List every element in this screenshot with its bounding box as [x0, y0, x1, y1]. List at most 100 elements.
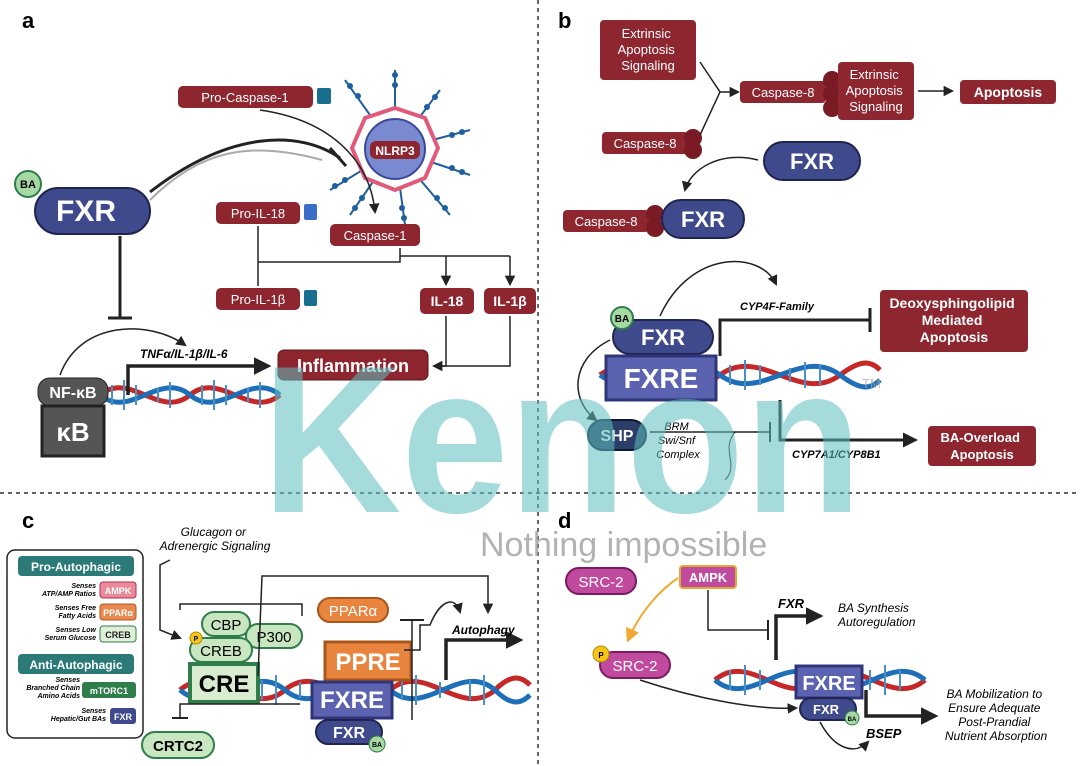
watermark-brand: Kenon — [262, 322, 862, 557]
ppara-box — [317, 597, 389, 623]
pro-il1b-box — [216, 288, 300, 310]
cre-label: CRE — [199, 671, 250, 698]
panel-label-c: c — [22, 508, 34, 533]
ba-overload-text: BA-Overload Apoptosis — [940, 430, 1023, 462]
cre-box — [188, 662, 260, 704]
legend-row-1-tag: AMPK — [105, 586, 132, 596]
legend-row-4-tag: mTORC1 — [90, 686, 128, 696]
il18-label: IL-18 — [431, 293, 464, 309]
creb-p-label: P — [194, 636, 199, 643]
caspase8-bottom-label: Caspase-8 — [575, 214, 638, 229]
pro-caspase1-box — [178, 86, 313, 108]
fxr-a — [34, 187, 151, 235]
panel-b: Extrinsic Apoptosis Signaling Caspase-8 … — [563, 20, 1056, 481]
watermark: Kenon Nothing impossible TM — [262, 322, 881, 564]
inflammation-box — [277, 349, 429, 381]
ppre-box — [323, 640, 413, 682]
watermark-tagline: Nothing impossible — [480, 526, 767, 564]
src2p-p-label: P — [598, 651, 604, 660]
pro-il1b-label: Pro-IL-1β — [231, 292, 285, 307]
fxr-b-bottom — [661, 199, 745, 239]
nlrp3-label: NLRP3 — [375, 144, 415, 158]
ampk-box — [679, 565, 737, 589]
cbp-box — [201, 611, 251, 637]
kb-box — [40, 404, 106, 458]
pro-il18-box — [216, 202, 300, 224]
fxr-b-dna — [612, 319, 714, 355]
crtc2-box — [141, 731, 215, 759]
legend-pro: Pro-Autophagic — [31, 560, 121, 574]
ba-b — [610, 306, 634, 330]
caspase8-left-box — [602, 132, 688, 154]
glucagon-text: Glucagon or Adrenergic Signaling — [159, 525, 271, 553]
fxr-a-label: FXR — [56, 195, 116, 228]
ppre-label: PPRE — [335, 649, 400, 676]
ba-a — [14, 170, 42, 198]
legend-row-3-tag: CREB — [105, 630, 131, 640]
fxr-c-label: FXR — [333, 725, 365, 742]
panel-a: NF-κB κB FXR BA TNFα/IL-1β/IL-6 Inflamma… — [14, 70, 536, 458]
ppara-label: PPARα — [329, 603, 378, 620]
crtc2-label: CRTC2 — [153, 738, 203, 755]
ba-mob-text: BA Mobilization to Ensure Adequate Post-… — [945, 687, 1048, 743]
cbp-label: CBP — [211, 617, 242, 634]
extrinsic1-text: Extrinsic Apoptosis Signaling — [618, 26, 679, 73]
fxr-b-top — [763, 141, 861, 181]
p300-label: P300 — [256, 629, 291, 646]
cyp4f-label: CYP4F-Family — [740, 301, 815, 313]
src2-box — [565, 567, 637, 595]
extrinsic2-text: Extrinsic Apoptosis Signaling — [846, 67, 907, 114]
fxre-c-label: FXRE — [320, 687, 384, 714]
panel-label-b: b — [558, 8, 571, 33]
extrinsic2-box — [838, 62, 914, 120]
src2p-label: SRC-2 — [612, 658, 657, 675]
panel-label-d: d — [558, 508, 571, 533]
cyp7a1-label: CYP7A1/CYP8B1 — [792, 449, 881, 461]
creb-label: CREB — [200, 643, 242, 660]
fxre-d-label: FXRE — [802, 673, 855, 695]
fxre-b-label: FXRE — [624, 363, 699, 394]
ba-a-label: BA — [20, 179, 36, 191]
deoxy-text: Deoxysphingolipid Mediated Apoptosis — [889, 295, 1018, 345]
kb-label: κB — [56, 417, 89, 447]
fxr-d-label: FXR — [813, 702, 840, 717]
fxr-b-top-label: FXR — [790, 149, 834, 174]
shp-label: SHP — [601, 428, 634, 445]
ba-overload-box — [928, 426, 1036, 466]
src2p-box — [599, 651, 671, 679]
caspase1-box — [330, 224, 420, 246]
watermark-tm: TM — [862, 376, 881, 391]
deoxy-box — [880, 290, 1028, 352]
fxr-b-dna-label: FXR — [641, 325, 685, 350]
fxr-c-box — [315, 719, 383, 745]
pro-caspase1-label: Pro-Caspase-1 — [201, 90, 288, 105]
apoptosis-box — [960, 80, 1056, 104]
caspase8-mid-box — [740, 81, 826, 103]
ba-b-label: BA — [615, 314, 629, 325]
bsep-label: BSEP — [866, 726, 902, 741]
caspase8-bottom-box — [563, 210, 649, 232]
il18-box — [420, 288, 474, 314]
il1b-box — [484, 288, 536, 314]
fxr-b-bottom-label: FXR — [681, 207, 725, 232]
pro-il18-label: Pro-IL-18 — [231, 206, 285, 221]
caspase1-label: Caspase-1 — [344, 228, 407, 243]
autophagy-label: Autophagy — [451, 623, 516, 637]
panel-d: SRC-2 AMPK SRC-2 P FXR BA Synthesis Auto… — [565, 565, 1048, 752]
src2-label: SRC-2 — [578, 574, 623, 591]
inflammation-label: Inflammation — [297, 356, 409, 376]
fxre-c-box — [310, 680, 394, 720]
legend-row-2-tag: PPARα — [103, 608, 133, 618]
caspase8-left-label: Caspase-8 — [614, 136, 677, 151]
fxre-b — [604, 354, 718, 402]
ba-synth-text: BA Synthesis Autoregulation — [837, 601, 916, 629]
fxr-gene-label: FXR — [778, 596, 805, 611]
legend-anti: Anti-Autophagic — [29, 658, 123, 672]
legend-row-5-tag: FXR — [114, 712, 133, 722]
